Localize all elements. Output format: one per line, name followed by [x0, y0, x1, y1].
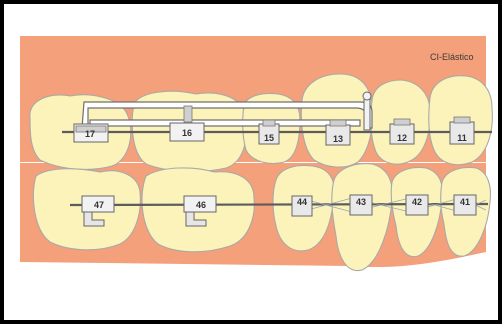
tooth-label-16: 16 [182, 128, 192, 138]
technique-label: CI-Elástico [430, 52, 474, 62]
tooth-label-41: 41 [460, 197, 470, 207]
bracket-16-hook [184, 106, 192, 122]
bracket-12-wing [394, 119, 410, 125]
tooth-label-42: 42 [412, 197, 422, 207]
bracket-13-wing [330, 120, 346, 126]
tooth-label-11: 11 [457, 133, 467, 143]
elastic-post [364, 96, 370, 130]
tooth-label-12: 12 [397, 133, 407, 143]
elastic-post-head [363, 92, 371, 100]
tooth-label-47: 47 [94, 200, 104, 210]
tooth-label-44: 44 [297, 197, 307, 207]
tooth-label-13: 13 [333, 134, 343, 144]
auxiliary-arch-inner [90, 120, 360, 126]
bracket-11-wing [454, 117, 470, 123]
bracket-15-wing [263, 120, 275, 126]
tooth-label-43: 43 [356, 197, 366, 207]
tooth-label-17: 17 [85, 129, 95, 139]
tooth-label-46: 46 [196, 200, 206, 210]
tooth-label-15: 15 [264, 133, 274, 143]
